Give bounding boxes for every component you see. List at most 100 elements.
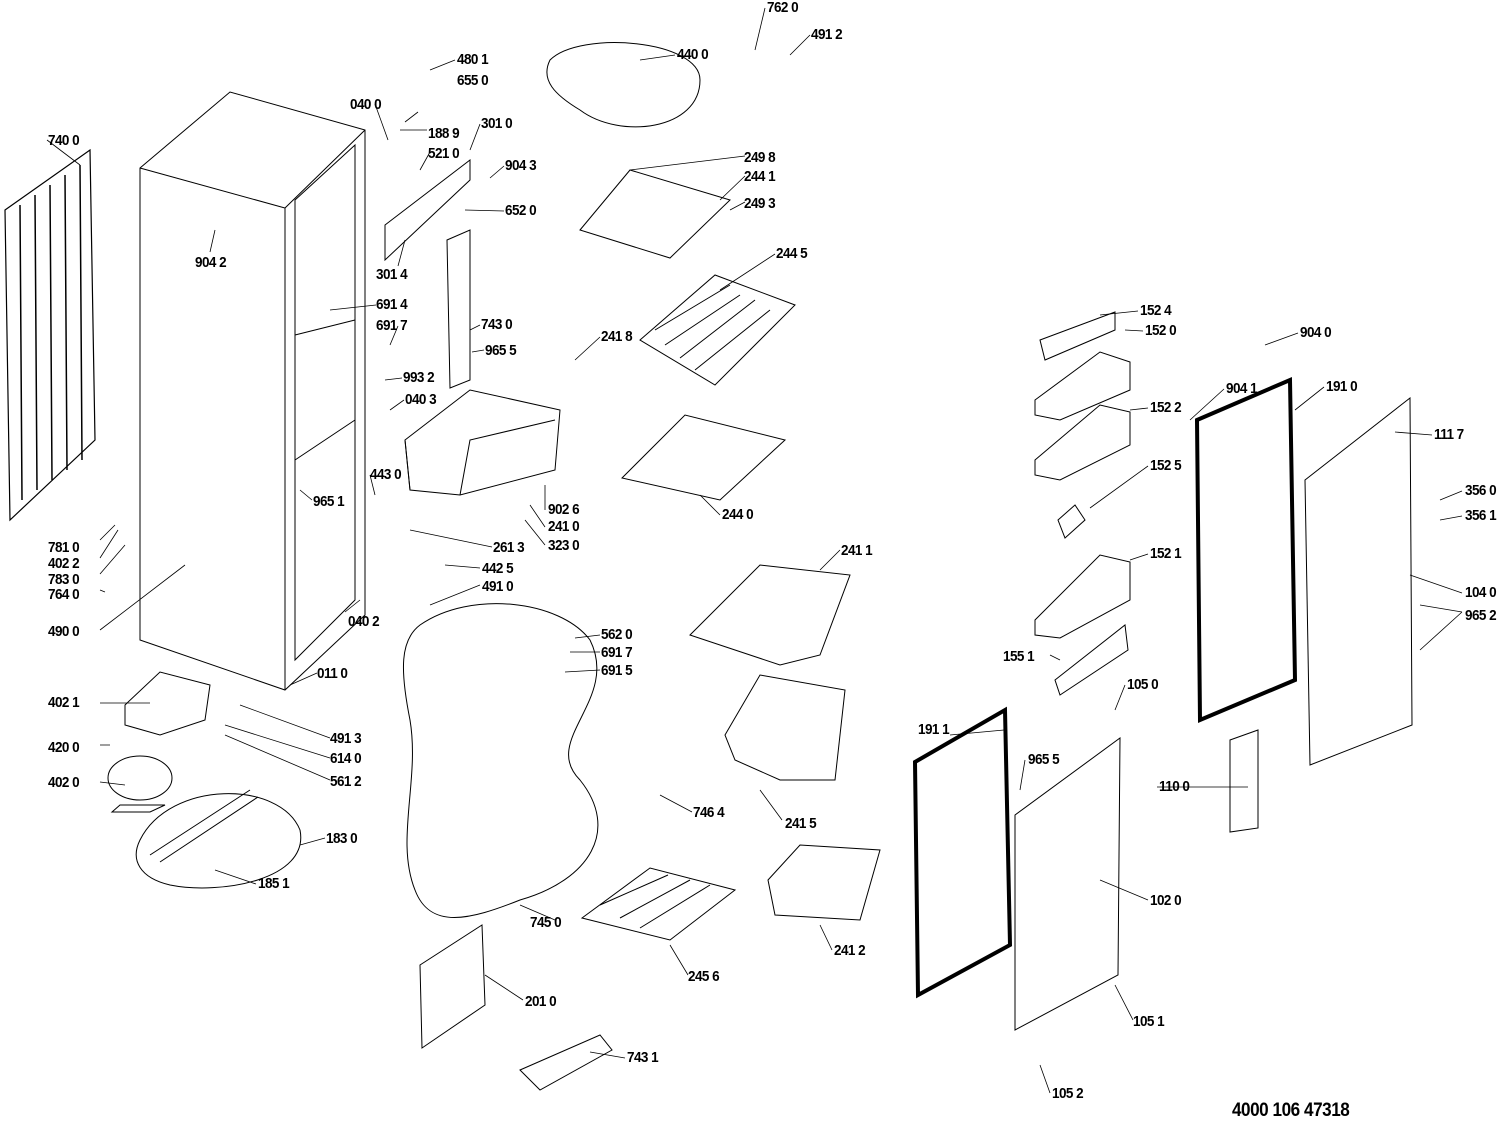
part-label: 191 0 xyxy=(1326,378,1358,395)
shelf-glass-part xyxy=(580,170,730,258)
part-label: 781 0 xyxy=(48,539,80,556)
part-label: 965 5 xyxy=(1028,751,1060,768)
part-label: 188 9 xyxy=(428,125,460,142)
part-label: 241 5 xyxy=(785,815,817,832)
part-label: 105 2 xyxy=(1052,1085,1084,1102)
part-label: 491 2 xyxy=(811,26,843,43)
part-label: 102 0 xyxy=(1150,892,1182,909)
part-label: 241 2 xyxy=(834,942,866,959)
part-label: 965 1 xyxy=(313,493,345,510)
part-label: 904 3 xyxy=(505,157,537,174)
part-label: 561 2 xyxy=(330,773,362,790)
part-label: 402 1 xyxy=(48,694,80,711)
part-label: 040 0 xyxy=(350,96,382,113)
drip-tray-part xyxy=(125,672,210,735)
part-label: 241 8 xyxy=(601,328,633,345)
part-label: 249 8 xyxy=(744,149,776,166)
part-label: 965 2 xyxy=(1465,607,1497,624)
cabinet-part xyxy=(140,92,365,690)
compressor-part xyxy=(108,756,172,812)
part-label: 491 3 xyxy=(330,730,362,747)
part-label: 614 0 xyxy=(330,750,362,767)
part-label: 746 4 xyxy=(693,804,725,821)
part-label: 491 0 xyxy=(482,578,514,595)
part-label: 740 0 xyxy=(48,132,80,149)
part-label: 040 3 xyxy=(405,391,437,408)
part-label: 244 5 xyxy=(776,245,808,262)
part-label: 764 0 xyxy=(48,586,80,603)
part-label: 152 4 xyxy=(1140,302,1172,319)
drawer-241-1 xyxy=(690,565,850,665)
part-label: 244 0 xyxy=(722,506,754,523)
part-label: 691 7 xyxy=(601,644,633,661)
part-label: 261 3 xyxy=(493,539,525,556)
condenser-part xyxy=(5,150,95,520)
part-label: 040 2 xyxy=(348,613,380,630)
part-label: 521 0 xyxy=(428,145,460,162)
part-label: 249 3 xyxy=(744,195,776,212)
part-label: 745 0 xyxy=(530,914,562,931)
part-label: 652 0 xyxy=(505,202,537,219)
part-label: 356 1 xyxy=(1465,507,1497,524)
part-label: 762 0 xyxy=(767,0,799,16)
hinge-110-0 xyxy=(1230,730,1258,832)
part-label: 201 0 xyxy=(525,993,557,1010)
crisper-drawer-part xyxy=(405,390,560,495)
compressor-tray-outline xyxy=(136,790,301,888)
part-label: 490 0 xyxy=(48,623,80,640)
wire-rack-part xyxy=(582,868,735,940)
part-label: 691 7 xyxy=(376,317,408,334)
part-label: 152 0 xyxy=(1145,322,1177,339)
door-gasket-191-1 xyxy=(915,710,1010,995)
part-label: 152 2 xyxy=(1150,399,1182,416)
glass-plate-part xyxy=(622,415,785,500)
part-label: 402 0 xyxy=(48,774,80,791)
part-label: 902 6 xyxy=(548,501,580,518)
control-panel-part xyxy=(385,160,470,260)
wire-shelf-part xyxy=(640,275,795,385)
part-label: 783 0 xyxy=(48,571,80,588)
part-label: 442 5 xyxy=(482,560,514,577)
part-label: 443 0 xyxy=(370,466,402,483)
part-label: 904 2 xyxy=(195,254,227,271)
part-label: 104 0 xyxy=(1465,584,1497,601)
part-label: 245 6 xyxy=(688,968,720,985)
part-label: 323 0 xyxy=(548,537,580,554)
part-label: 691 5 xyxy=(601,662,633,679)
document-number: 4000 106 47318 xyxy=(1232,1100,1350,1121)
part-label: 241 1 xyxy=(841,542,873,559)
part-label: 402 2 xyxy=(48,555,80,572)
part-label: 562 0 xyxy=(601,626,633,643)
part-label: 244 1 xyxy=(744,168,776,185)
part-label: 743 0 xyxy=(481,316,513,333)
part-label: 110 0 xyxy=(1159,778,1190,795)
door-balcony-parts xyxy=(1035,312,1130,695)
freezer-assembly-outline xyxy=(403,604,597,918)
part-label: 965 5 xyxy=(485,342,517,359)
part-label: 183 0 xyxy=(326,830,358,847)
part-label: 904 0 xyxy=(1300,324,1332,341)
part-label: 301 0 xyxy=(481,115,513,132)
part-label: 152 1 xyxy=(1150,545,1182,562)
part-label: 111 7 xyxy=(1434,426,1464,443)
part-label: 480 1 xyxy=(457,51,489,68)
lower-door-102-0 xyxy=(1015,738,1120,1030)
part-label: 655 0 xyxy=(457,72,489,89)
part-label: 011 0 xyxy=(317,665,348,682)
part-label: 105 0 xyxy=(1127,676,1159,693)
part-label: 440 0 xyxy=(677,46,709,63)
leader-lines xyxy=(47,8,1462,1093)
part-label: 356 0 xyxy=(1465,482,1497,499)
part-label: 155 1 xyxy=(1003,648,1035,665)
part-label: 105 1 xyxy=(1133,1013,1165,1030)
part-label: 904 1 xyxy=(1226,380,1258,397)
upper-door-104-0 xyxy=(1305,398,1412,765)
part-label: 420 0 xyxy=(48,739,80,756)
part-label: 191 1 xyxy=(918,721,950,738)
door-gasket-191-0 xyxy=(1197,380,1295,720)
part-label: 185 1 xyxy=(258,875,290,892)
fan-cover-201-0 xyxy=(420,925,485,1048)
part-label: 993 2 xyxy=(403,369,435,386)
